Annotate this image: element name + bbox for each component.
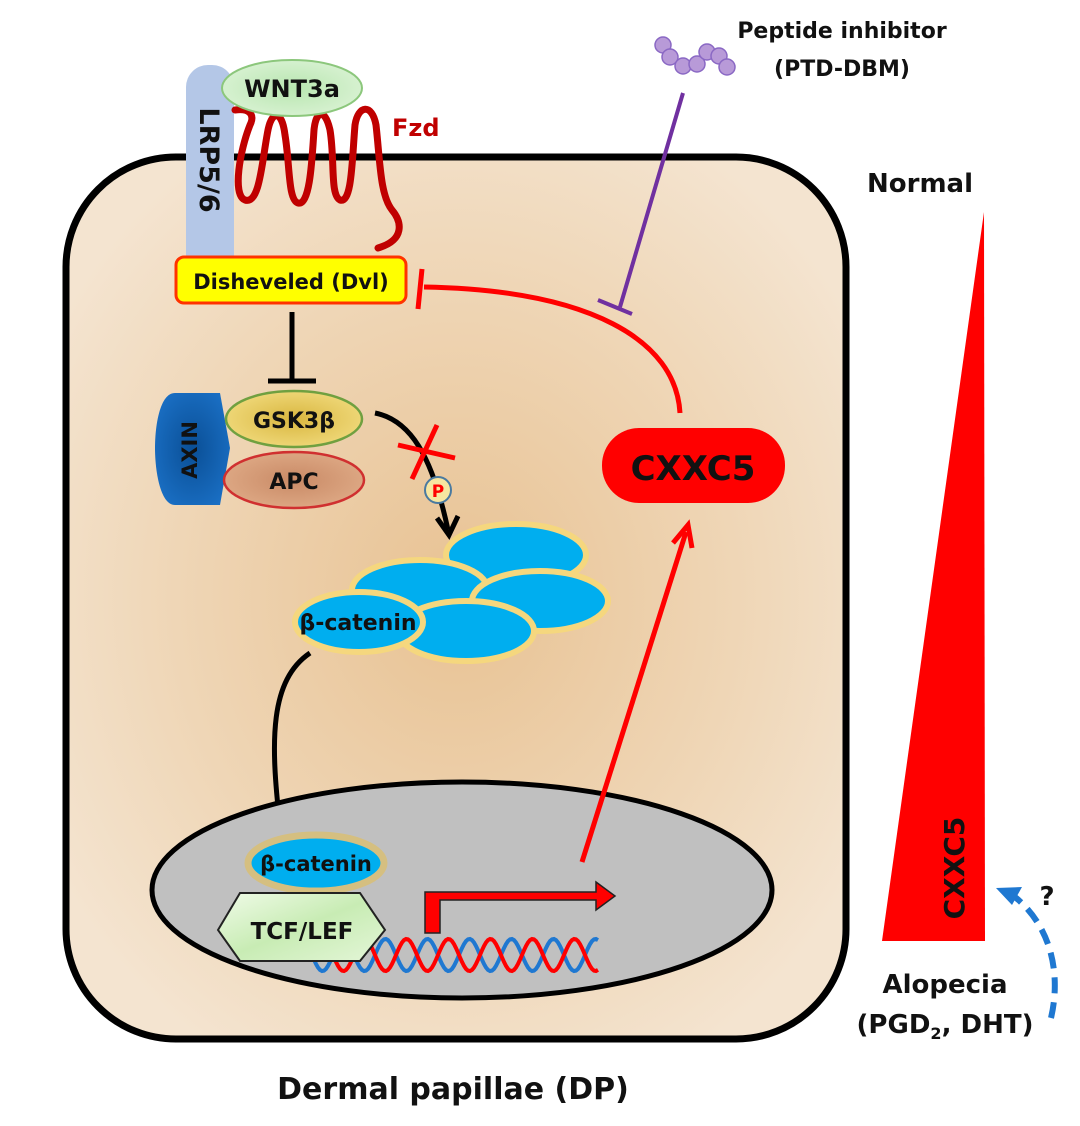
cxxc5-label: CXXC5 bbox=[631, 449, 756, 489]
upregulation-dashed-arrow bbox=[1013, 894, 1058, 1019]
translocation-arrow bbox=[271, 650, 312, 826]
apc-label: APC bbox=[269, 470, 318, 495]
dvl-box bbox=[174, 255, 408, 305]
alopecia-causes-label: (PGD2, DHT) bbox=[857, 1010, 1034, 1043]
alopecia-causes-suffix: , DHT) bbox=[942, 1010, 1034, 1040]
block-x-stroke-2 bbox=[409, 423, 440, 481]
lrp56-coreceptor bbox=[186, 65, 234, 280]
cxxc5-gradient-triangle bbox=[882, 212, 985, 941]
lrp56-label: LRP5/6 bbox=[193, 107, 224, 212]
phosphorylation-arrow bbox=[374, 410, 451, 531]
transcription-start-arrow bbox=[424, 880, 617, 934]
alopecia-label: Alopecia bbox=[882, 970, 1007, 1000]
beta-catenin-label: β-catenin bbox=[299, 611, 416, 636]
axin-scaffold bbox=[155, 393, 230, 505]
gsk3b-kinase bbox=[224, 389, 364, 449]
dna-strand-blue bbox=[310, 936, 599, 974]
nuclear-beta-catenin bbox=[244, 831, 388, 895]
alopecia-causes-subscript: 2 bbox=[930, 1024, 941, 1043]
fzd-label: Fzd bbox=[392, 114, 440, 142]
wnt3a-label: WNT3a bbox=[244, 75, 340, 103]
upregulation-arrowhead bbox=[996, 887, 1022, 905]
cxxc5-inhibition-curve bbox=[423, 284, 683, 414]
diagram-title: Dermal papillae (DP) bbox=[277, 1072, 629, 1107]
peptide-inhibition-bar bbox=[597, 298, 633, 316]
normal-label: Normal bbox=[867, 169, 973, 199]
cxxc5-gradient-label: CXXC5 bbox=[938, 817, 971, 920]
phosphorylation-arrowhead bbox=[434, 514, 461, 540]
nuclear-beta-catenin-label: β-catenin bbox=[260, 852, 372, 876]
cxxc5-protein bbox=[602, 428, 785, 503]
gsk3b-label: GSK3β bbox=[253, 409, 335, 434]
fzd-receptor bbox=[231, 105, 403, 252]
apc-protein bbox=[222, 450, 366, 510]
question-mark: ? bbox=[1039, 882, 1054, 912]
phospho-circle bbox=[424, 476, 452, 504]
cxxc5-induction-line bbox=[579, 531, 689, 863]
tcf-lef-label: TCF/LEF bbox=[251, 919, 354, 945]
peptide-inhibitor-icon bbox=[654, 36, 736, 76]
peptide-inhibitor-label-line1: Peptide inhibitor bbox=[737, 19, 947, 44]
dvl-label: Disheveled (Dvl) bbox=[193, 270, 389, 294]
cxxc5-induction-arrowhead bbox=[671, 519, 695, 549]
alopecia-causes-prefix: (PGD bbox=[857, 1010, 931, 1040]
peptide-inhibition-line bbox=[618, 92, 685, 308]
cxxc5-inhibition-bar bbox=[415, 268, 425, 310]
phospho-label: P bbox=[432, 482, 444, 502]
tcf-lef-factor bbox=[216, 892, 387, 962]
peptide-inhibitor-label-line2: (PTD-DBM) bbox=[774, 57, 910, 82]
beta-catenin-cluster bbox=[292, 521, 611, 664]
axin-label: AXIN bbox=[178, 421, 202, 479]
wnt3a-ligand bbox=[221, 59, 363, 117]
